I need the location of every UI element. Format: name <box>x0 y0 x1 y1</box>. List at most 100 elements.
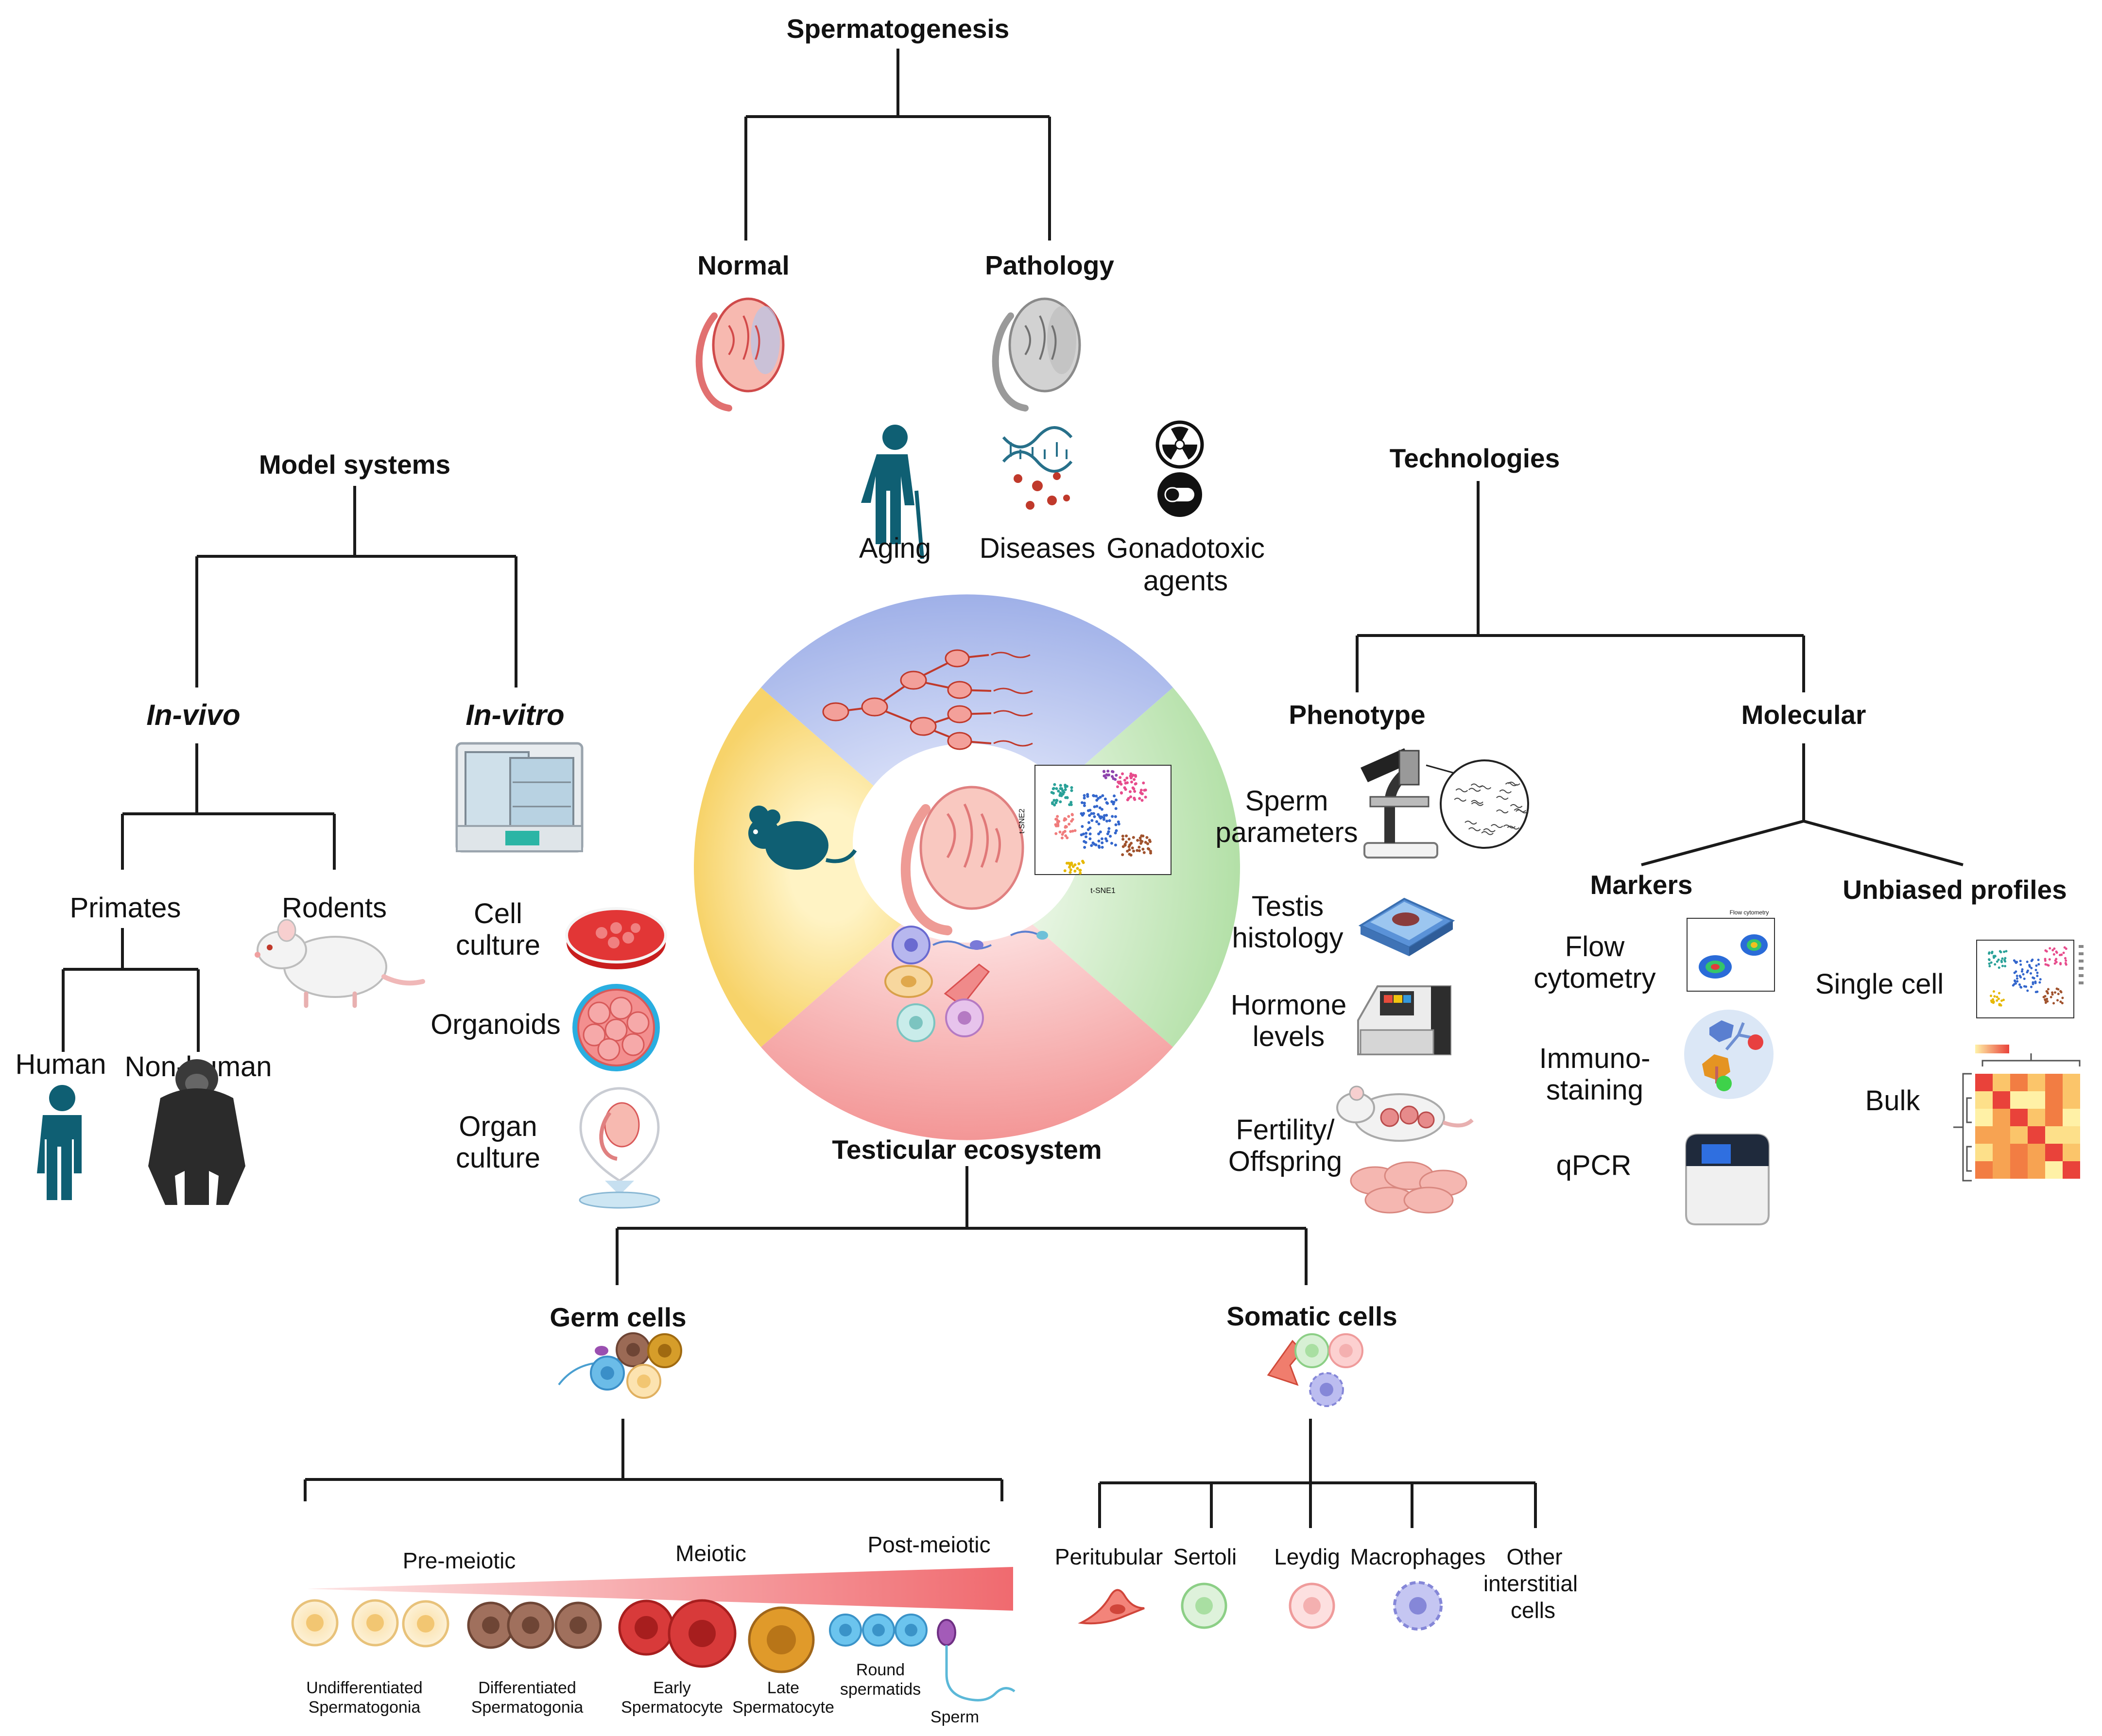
scatter-dot <box>1988 965 1991 968</box>
scatter-dot <box>2015 970 2017 973</box>
scatter-dot <box>1088 837 1092 841</box>
heatmap-cell <box>2063 1091 2080 1109</box>
scatter-dot <box>1088 814 1091 817</box>
scatter-dot <box>2044 963 2047 966</box>
scatter-dot <box>2059 990 2062 993</box>
scatter-dot <box>1137 845 1141 849</box>
scatter-dot <box>2019 963 2022 966</box>
scatter-dot <box>1100 837 1103 841</box>
scatter-dot <box>1130 780 1133 784</box>
scatter-dot <box>1990 952 1993 955</box>
scatter-dot <box>1133 790 1137 793</box>
scatter-dot <box>1129 772 1133 775</box>
scatter-dot <box>1132 849 1136 853</box>
scatter-dot <box>1057 790 1060 793</box>
scatter-dot <box>1996 999 1999 1002</box>
tree-spermatogenesis <box>744 49 1051 241</box>
undifferentiated-label-1: Undifferentiated <box>306 1679 422 1697</box>
scatter-dot <box>1992 956 1995 959</box>
scatter-dot <box>1104 837 1107 841</box>
heatmap-cell <box>1993 1126 2010 1144</box>
scatter-dot <box>2055 951 2058 954</box>
scatter-dot <box>1107 830 1110 833</box>
scatter-dot <box>2037 963 2040 966</box>
scatter-dot <box>1082 832 1085 836</box>
scatter-dot <box>1132 836 1135 839</box>
scatter-dot <box>1114 831 1117 835</box>
early-spermatocyte-label-2: Spermatocyte <box>621 1698 723 1717</box>
somatic-cells-icon <box>1267 1333 1363 1407</box>
scatter-dot <box>1125 834 1128 838</box>
scatter-dot <box>1144 795 1147 799</box>
wheel-quadrant-top <box>761 594 1173 867</box>
scatter-dot <box>1088 832 1092 836</box>
scatter-dot <box>1988 962 1991 965</box>
scatter-dot <box>1105 773 1108 776</box>
model-systems-title: Model systems <box>259 449 450 480</box>
scatter-dot <box>1139 789 1143 792</box>
scatter-dot <box>1064 788 1067 791</box>
scatter-dot <box>1136 839 1139 842</box>
scatter-dot <box>1142 781 1145 785</box>
heatmap-cell <box>2045 1126 2063 1144</box>
other-interstitial-label-1: Other <box>1506 1544 1562 1569</box>
heatmap-cell <box>2063 1109 2080 1126</box>
lineage-cells-icon <box>822 649 1033 750</box>
scatter-dot <box>1115 773 1118 777</box>
scatter-dot <box>1055 787 1058 791</box>
testicular-ecosystem-title: Testicular ecosystem <box>832 1134 1102 1165</box>
scatter-dot <box>1129 795 1132 799</box>
tree-technologies <box>1356 481 1964 866</box>
sperm-mark <box>1481 831 1494 835</box>
markers-label: Markers <box>1590 870 1693 900</box>
scatter-dot <box>1056 815 1059 818</box>
in-vitro-label: In-vitro <box>465 699 564 731</box>
germ-cells-label: Germ cells <box>550 1302 686 1332</box>
scatter-dot <box>2064 957 2067 960</box>
mouse-icon <box>748 806 857 870</box>
scatter-dot <box>1999 1003 2001 1006</box>
scatter-dot <box>2063 946 2066 949</box>
meiotic-label: Meiotic <box>675 1541 746 1566</box>
scatter-dot <box>1069 868 1072 872</box>
scatter-dot <box>1138 836 1142 840</box>
scatter-dot <box>1065 785 1068 788</box>
pre-meiotic-label: Pre-meiotic <box>403 1548 516 1573</box>
macrophages-label: Macrophages <box>1350 1544 1486 1569</box>
scatter-dot <box>1105 819 1108 823</box>
gonadotoxic-label-2: agents <box>1143 565 1228 597</box>
heatmap-cell <box>1975 1144 1993 1161</box>
in-vivo-label: In-vivo <box>146 699 240 731</box>
scatter-dot <box>1070 786 1073 790</box>
scatter-dot <box>1121 772 1124 775</box>
somatic-cells-label: Somatic cells <box>1226 1301 1397 1331</box>
unbiased-profiles-label: Unbiased profiles <box>1843 875 2067 905</box>
scatter-dot <box>1064 834 1068 838</box>
scatter-dot <box>2023 978 2026 980</box>
scatter-dot <box>1142 851 1146 854</box>
scatter-dot <box>2016 975 2018 978</box>
fertility-label-2: Offspring <box>1228 1146 1342 1177</box>
spermatogenesis-title: Spermatogenesis <box>787 14 1010 44</box>
scatter-dot <box>1117 780 1120 784</box>
flow-cytometry-label-1: Flow <box>1565 931 1625 963</box>
scatter-dot <box>2000 961 2003 963</box>
undifferentiated-label-2: Spermatogonia <box>309 1698 421 1717</box>
scatter-dot <box>2018 975 2021 978</box>
germ-cells-icon <box>558 1332 682 1399</box>
scatter-dot <box>2032 982 2034 985</box>
heatmap-cell <box>2063 1126 2080 1144</box>
scatter-dot <box>1069 830 1072 833</box>
scatter-dot <box>2034 980 2037 983</box>
scatter-dot <box>1107 773 1111 777</box>
scatter-dot <box>1112 802 1115 806</box>
scatter-dot <box>1144 841 1147 844</box>
scatter-dot <box>1121 853 1124 857</box>
scatter-dot <box>1088 826 1092 830</box>
scatter-dot <box>2001 964 2004 967</box>
round-spermatids-label-2: spermatids <box>840 1680 921 1699</box>
scatter-dot <box>1126 798 1129 802</box>
heatmap-cell <box>1975 1091 1993 1109</box>
scatter-dot <box>1120 791 1123 794</box>
scatter-dot <box>1138 797 1141 800</box>
